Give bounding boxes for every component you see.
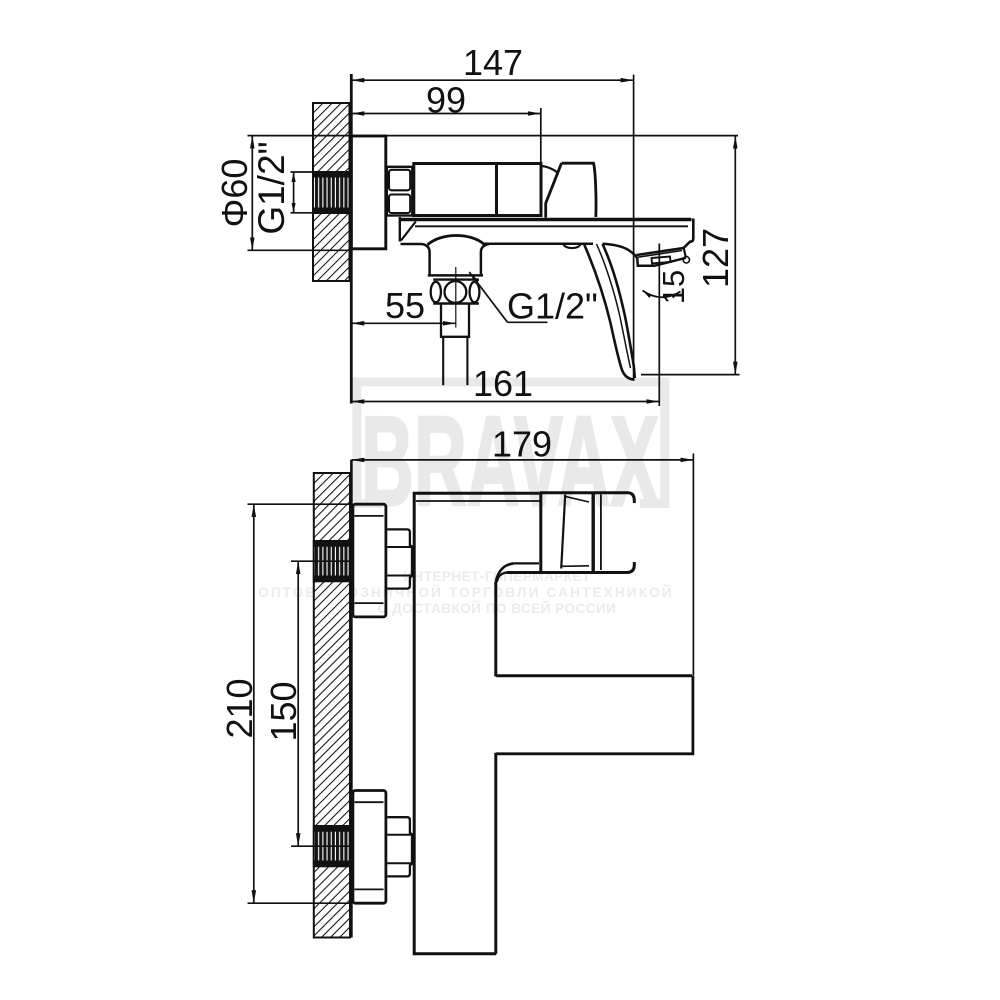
svg-text:147: 147 [463, 42, 523, 83]
svg-text:G1/2": G1/2" [507, 286, 598, 327]
svg-text:15: 15 [656, 270, 691, 304]
svg-text:127: 127 [695, 228, 736, 288]
svg-text:210: 210 [219, 678, 260, 738]
svg-text:179: 179 [492, 424, 552, 465]
svg-text:99: 99 [426, 80, 466, 121]
svg-text:Φ60: Φ60 [214, 159, 255, 228]
svg-text:ОПТОВО-РОЗНИЧНОЙ ТОРГОВЛИ САНТ: ОПТОВО-РОЗНИЧНОЙ ТОРГОВЛИ САНТЕХНИКОЙ [258, 585, 674, 600]
svg-text:161: 161 [473, 363, 533, 404]
svg-text:55: 55 [385, 285, 425, 326]
svg-text:150: 150 [263, 681, 304, 741]
svg-text:G1/2": G1/2" [251, 141, 292, 234]
